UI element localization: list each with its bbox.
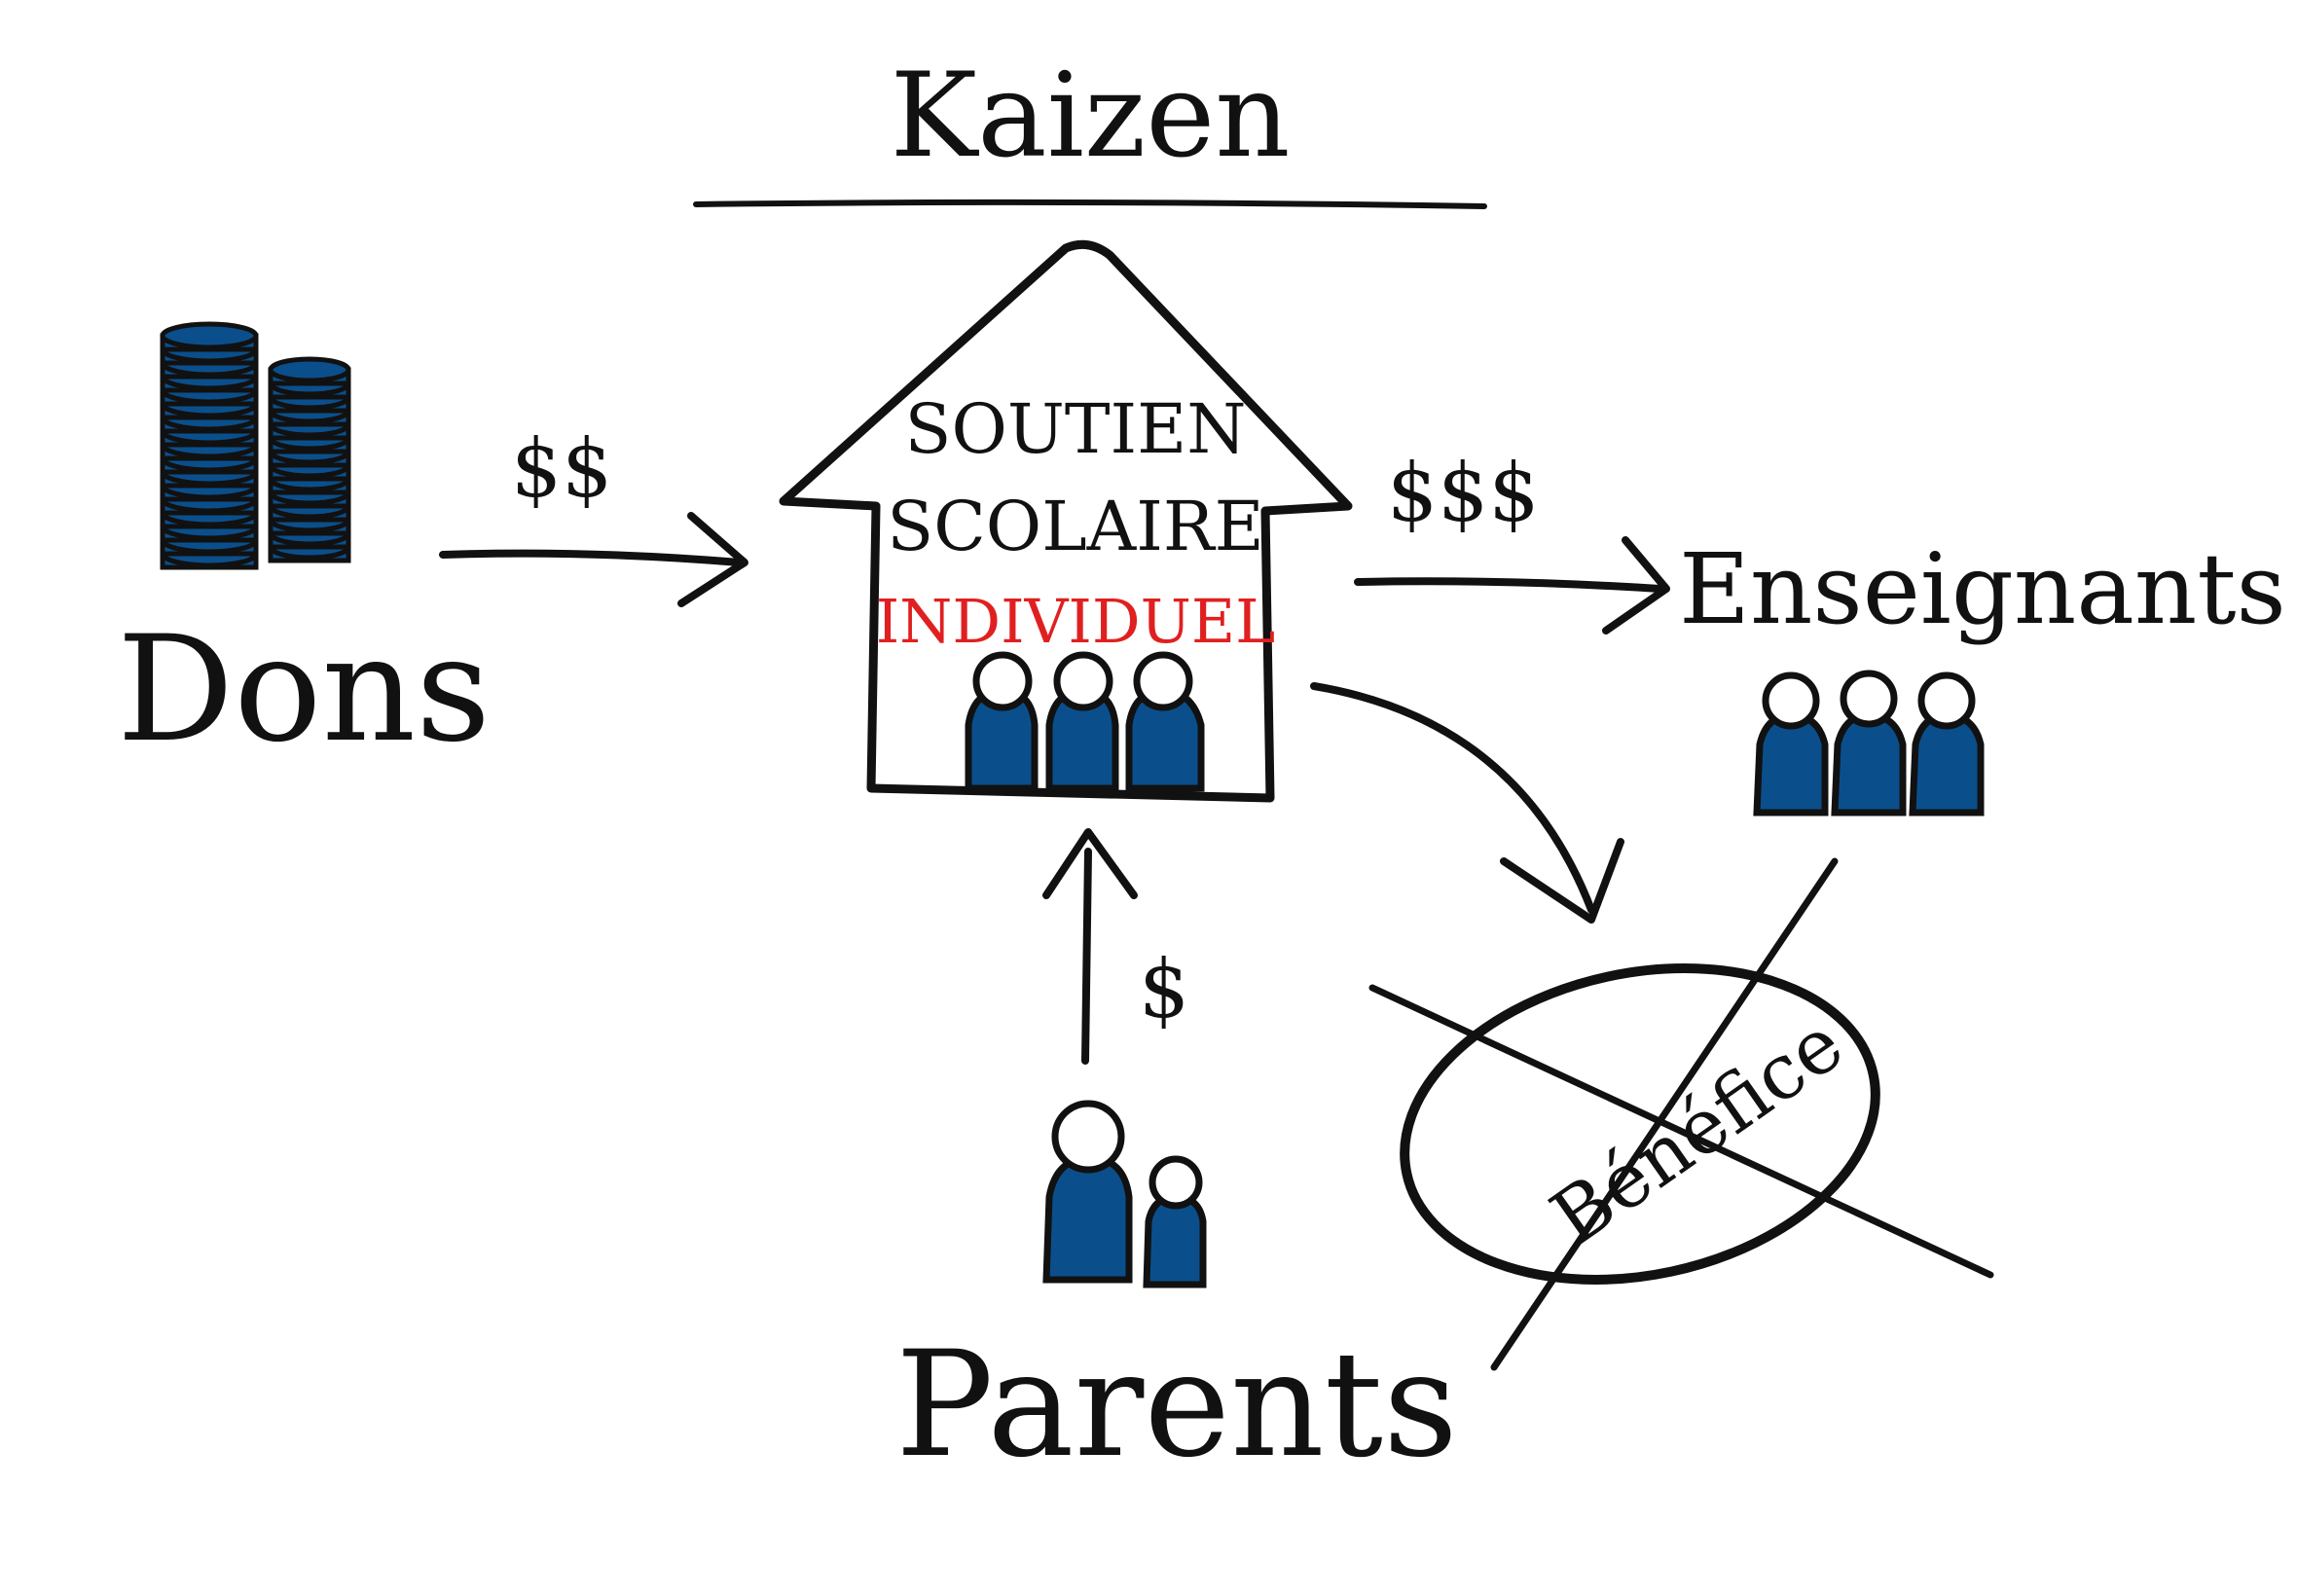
cross-out-line: [1490, 857, 1839, 1371]
coin-stack-icon: [268, 356, 351, 563]
diagram-title: Kaizen: [890, 49, 1290, 184]
person-icon: [1125, 651, 1205, 792]
parents-label: Parents: [895, 1321, 1458, 1490]
house-label-line3: INDIVIDUEL: [876, 586, 1276, 657]
profit-label: Bénéfice: [1536, 1000, 1859, 1263]
arrow-icon: [1310, 682, 1624, 924]
title-underline: [693, 199, 1487, 209]
person-icon: [1831, 670, 1907, 816]
person-icon: [965, 651, 1039, 792]
person-icon: [1045, 651, 1119, 792]
teachers-label: Enseignants: [1679, 532, 2286, 646]
flow-label-donors: $$: [511, 423, 612, 516]
arrow-icon: [1354, 536, 1670, 635]
house-icon: [779, 239, 1353, 803]
house-people-group: [965, 651, 1205, 792]
coin-stack-icon: [160, 321, 259, 570]
house-label-line1: SOUTIEN: [904, 389, 1246, 469]
arrow-icon: [1042, 828, 1138, 1065]
person-icon: [1143, 1155, 1207, 1288]
teachers-people-group: [1753, 670, 1985, 816]
cross-out-line: [1368, 984, 1994, 1279]
flow-label-teachers: $$$: [1387, 448, 1540, 540]
person-icon: [1042, 1100, 1133, 1284]
house-label-line2: SCOLAIRE: [887, 487, 1263, 566]
person-icon: [1753, 671, 1829, 816]
flow-label-parents: $: [1139, 944, 1189, 1036]
person-icon: [1909, 671, 1985, 816]
arrow-icon: [439, 512, 748, 607]
parents-people-group: [1042, 1100, 1207, 1288]
profit-node: Bénéfice: [1368, 857, 1994, 1371]
donors-label: Dons: [117, 605, 491, 775]
